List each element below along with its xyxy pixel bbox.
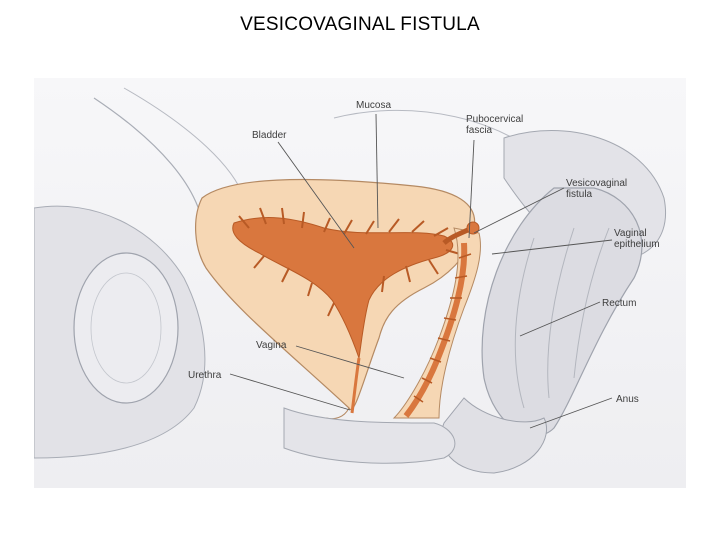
label-bladder: Bladder [252,130,287,141]
label-vaginal-epithelium: Vaginal epithelium [614,228,660,250]
vaginal-epithelium [403,242,468,418]
label-anus: Anus [616,394,639,405]
anatomical-illustration: Mucosa Bladder Pubocervical fascia Vesic… [34,78,686,488]
pelvis-sagittal-section [34,78,686,488]
vaginal-rugae [413,253,472,403]
perineal-body [283,407,456,464]
label-pubocervical-fascia: Pubocervical fascia [466,114,524,136]
label-mucosa: Mucosa [356,100,392,111]
urethra [350,357,361,414]
label-vesicovaginal-fistula: Vesicovaginal fistula [566,178,628,200]
label-urethra: Urethra [188,370,222,381]
rectum [481,187,643,437]
slide-title: VESICOVAGINAL FISTULA [240,14,480,35]
leader-lines [229,113,613,429]
label-rectum: Rectum [602,298,637,309]
label-vagina: Vagina [256,340,287,351]
vagina-wall [392,227,482,419]
pubic-bone [73,252,179,404]
